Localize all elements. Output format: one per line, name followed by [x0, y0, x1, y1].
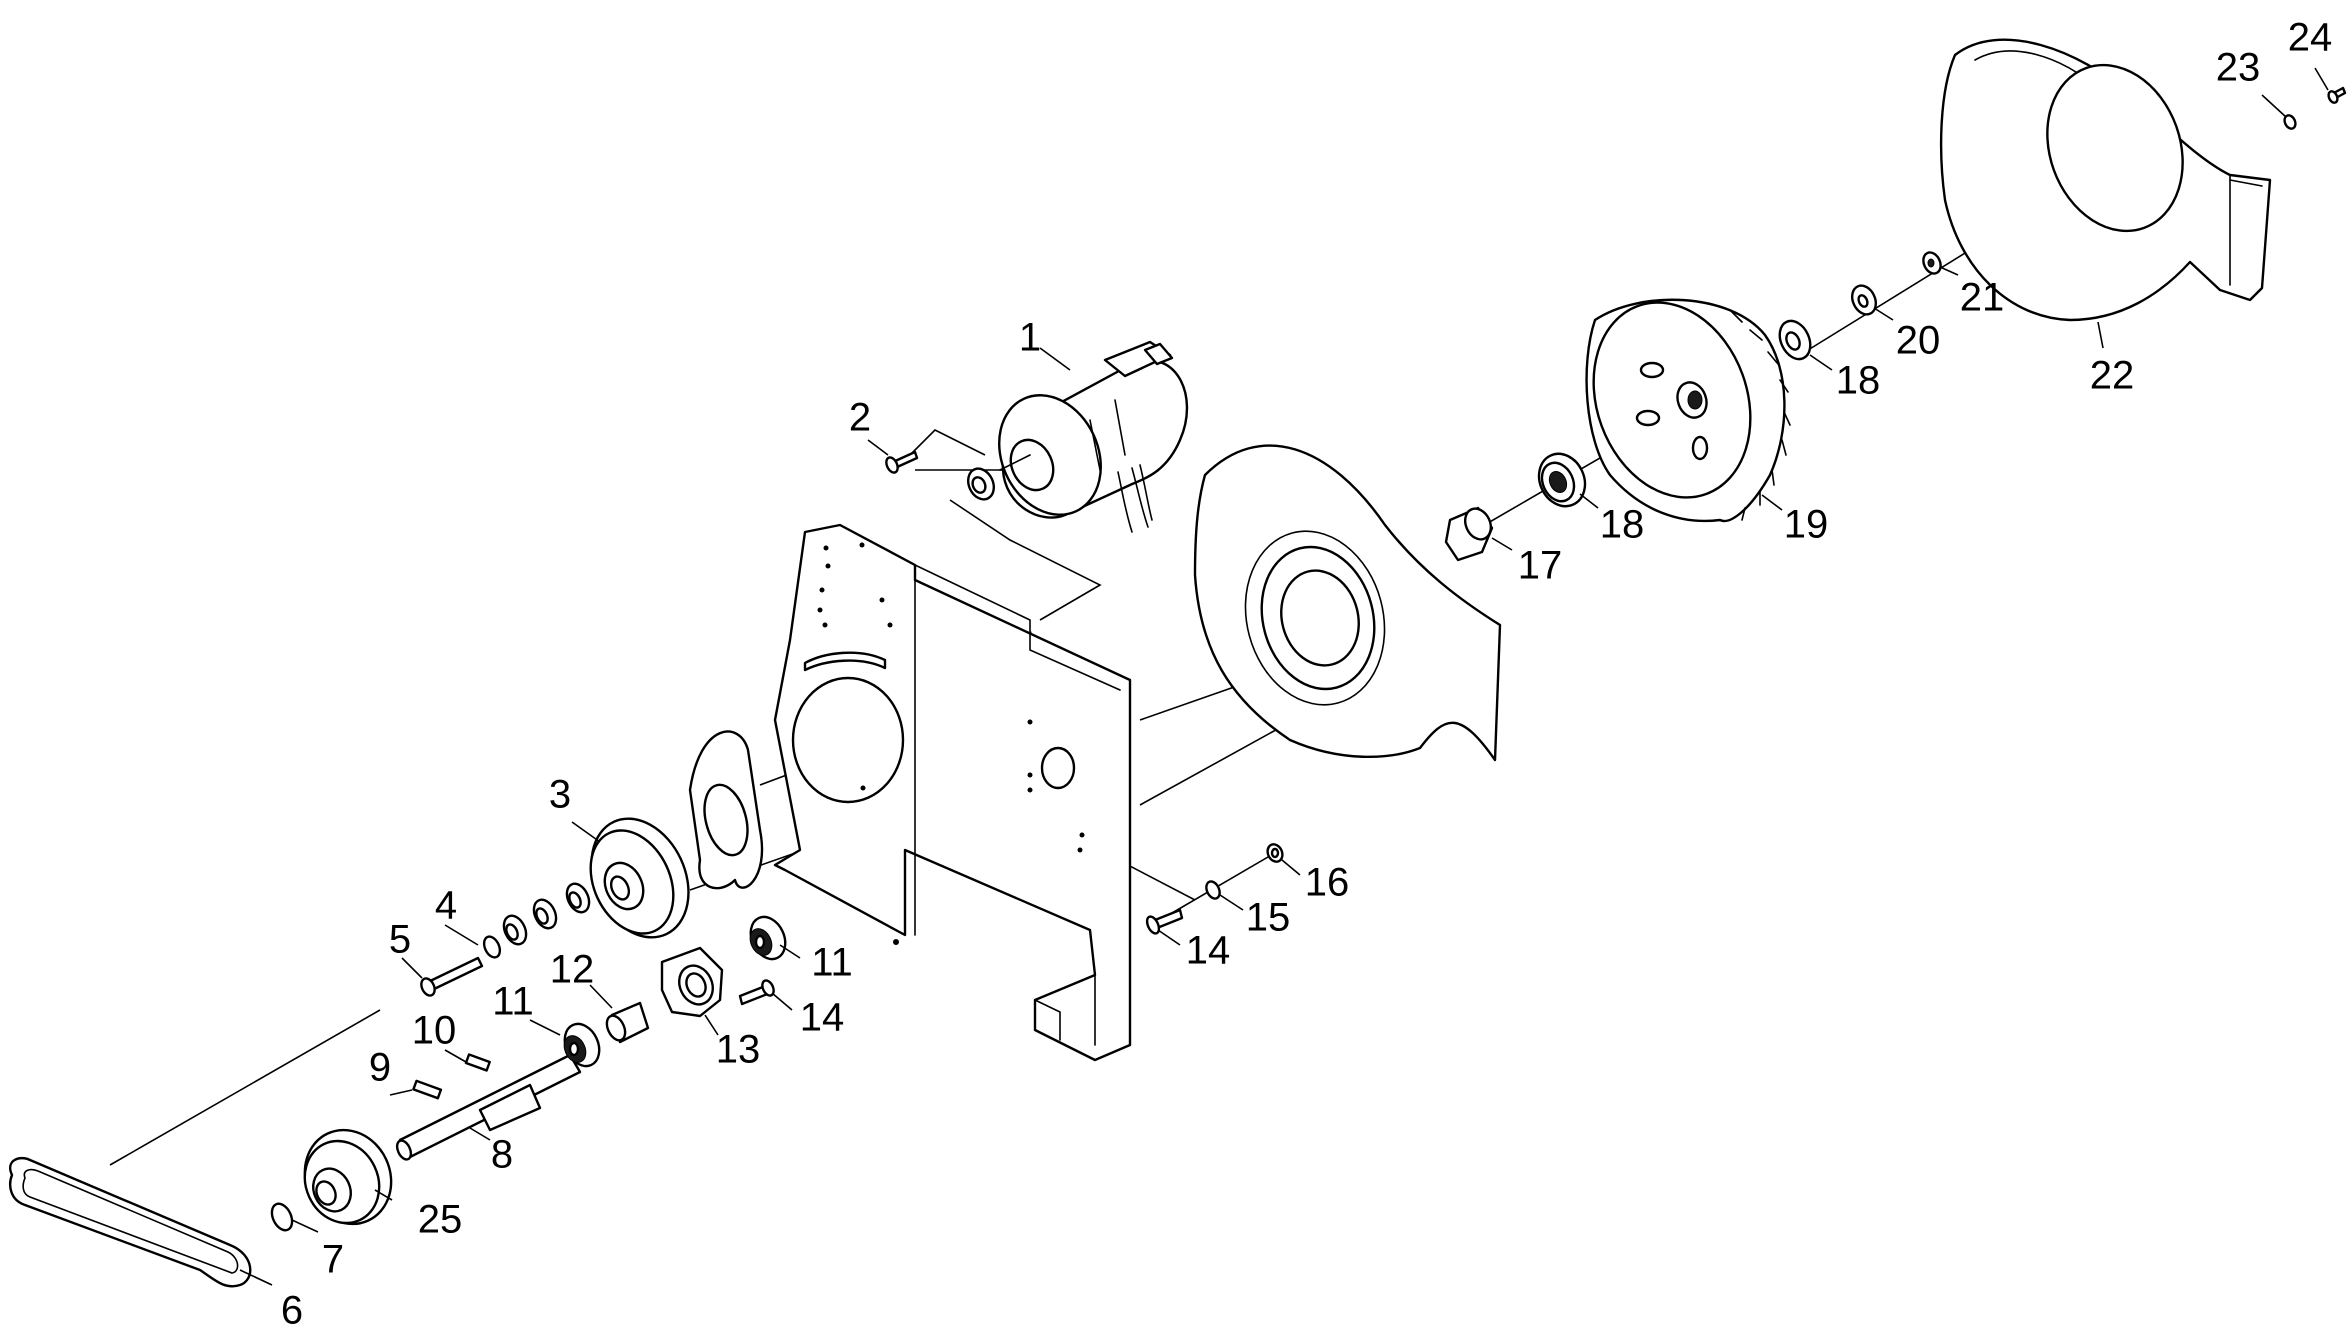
washer-20: [1850, 284, 1878, 316]
callout-9: 9: [369, 1046, 391, 1090]
callout-leaders: [239, 67, 2329, 1286]
frame-holes: [817, 542, 1085, 945]
screw-24: [2327, 86, 2347, 104]
drive-shaft: [395, 1053, 582, 1161]
callout-17: 17: [1518, 544, 1563, 588]
driven-pulley: [303, 1128, 393, 1226]
bearing-upper: [749, 915, 787, 961]
callout-22: 22: [2090, 354, 2135, 398]
fastener-stack-right: [1145, 843, 1284, 935]
motor-seal-washer: [966, 467, 996, 501]
callout-labels: 1 2 3 4 5 6 7 8 9 10 11 11 12 13 14 14 1…: [281, 16, 2332, 1333]
main-frame-bracket: [773, 523, 1132, 1062]
callout-2: 2: [849, 396, 871, 440]
key-9: [412, 1079, 443, 1100]
callout-18-upper: 18: [1836, 359, 1881, 403]
bearing-lower: [563, 1022, 601, 1068]
spacer-sleeve: [605, 1001, 650, 1044]
callout-10: 10: [412, 1009, 457, 1053]
callout-5: 5: [389, 918, 411, 962]
retaining-ring: [270, 1202, 294, 1232]
callout-19: 19: [1784, 503, 1829, 547]
callout-11-upper: 11: [811, 941, 853, 985]
washer-stack: [482, 882, 591, 959]
callout-14-lower: 14: [800, 996, 845, 1040]
callout-16: 16: [1305, 861, 1350, 905]
callout-15: 15: [1246, 896, 1291, 940]
motor-flange-gasket: [688, 730, 764, 890]
callout-12: 12: [550, 948, 595, 992]
callout-21: 21: [1960, 276, 2005, 320]
v-belt: [9, 1156, 252, 1288]
screw-2: [885, 450, 919, 474]
clamp-washer-upper: [1778, 319, 1812, 361]
callout-1: 1: [1019, 316, 1041, 360]
callout-24: 24: [2288, 16, 2333, 60]
callout-4: 4: [435, 884, 457, 928]
callout-8: 8: [491, 1133, 513, 1177]
callout-18-lower: 18: [1600, 503, 1645, 547]
key-10: [464, 1053, 491, 1072]
bolt-5: [420, 956, 484, 997]
screw-14-lower: [738, 979, 775, 1006]
washer-23: [2283, 114, 2297, 130]
callout-25: 25: [418, 1198, 463, 1242]
fan-cover: [1939, 38, 2272, 322]
fan-housing-back-plate: [1193, 444, 1502, 762]
callout-6: 6: [281, 1289, 303, 1333]
bearing-housing: [660, 946, 724, 1018]
fan-impeller: [1585, 298, 1791, 523]
clamp-washer-lower: [1537, 452, 1587, 508]
drive-pulley: [589, 817, 690, 939]
fan-hub: [1444, 506, 1494, 562]
callout-23: 23: [2216, 46, 2261, 90]
electric-motor: [998, 340, 1189, 533]
callout-20: 20: [1896, 319, 1941, 363]
callout-13: 13: [716, 1028, 761, 1072]
callout-3: 3: [549, 773, 571, 817]
callout-14-right: 14: [1186, 929, 1231, 973]
nut-21: [1922, 251, 1942, 275]
callout-7: 7: [322, 1238, 344, 1282]
callout-11-lower: 11: [492, 980, 534, 1024]
